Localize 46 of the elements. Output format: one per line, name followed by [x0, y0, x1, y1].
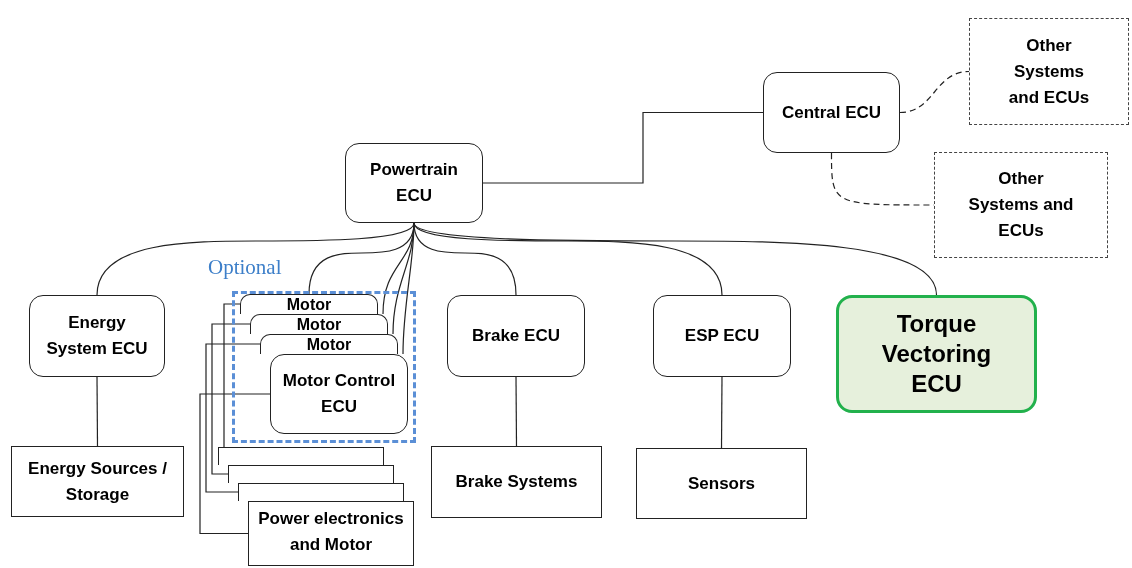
connector-line — [205, 343, 261, 493]
external-system-box — [969, 18, 1129, 125]
node-label: Energy System ECU — [46, 312, 148, 360]
dashed-connector — [899, 70, 970, 114]
node-label: Sensors — [687, 472, 756, 495]
component-box — [218, 447, 384, 465]
node-label: Power electronics and Motor — [257, 508, 405, 556]
stacked-ecu-box — [250, 314, 388, 334]
connector-line — [223, 303, 241, 448]
connector-line — [515, 376, 518, 447]
stacked-ecu-box — [240, 294, 378, 314]
ecu-box — [763, 72, 900, 153]
ecu-box — [270, 354, 408, 434]
connector-line — [211, 323, 251, 475]
component-box — [636, 448, 807, 519]
node-label: Powertrain ECU — [369, 159, 459, 207]
node-label: Other Systems and ECUs — [1007, 34, 1091, 109]
node-label: Motor — [306, 335, 352, 355]
component-box — [248, 501, 414, 566]
highlighted-ecu-box — [836, 295, 1037, 413]
node-label: Motor Control ECU — [281, 370, 397, 418]
node-label: ESP ECU — [684, 325, 760, 347]
node-label: Other Systems and ECUs — [967, 168, 1075, 242]
node-label: Brake Systems — [455, 471, 578, 493]
ecu-box — [447, 295, 585, 377]
connector-line — [413, 222, 938, 296]
ecu-box — [29, 295, 165, 377]
ecu-box — [345, 143, 483, 223]
node-label: Energy Sources / Storage — [28, 457, 167, 506]
node-label: Torque Vectoring ECU — [880, 309, 993, 399]
component-box — [431, 446, 602, 518]
node-label: Brake ECU — [472, 325, 560, 347]
connector-line — [720, 376, 723, 449]
connector-line — [96, 376, 99, 447]
stacked-ecu-box — [260, 334, 398, 354]
ecu-box — [653, 295, 791, 377]
node-label: Motor — [296, 315, 342, 335]
external-system-box — [934, 152, 1108, 258]
node-label: Motor — [286, 295, 332, 315]
component-box — [228, 465, 394, 483]
component-box — [11, 446, 184, 517]
connector-line — [482, 111, 764, 184]
component-box — [238, 483, 404, 501]
connector-line — [199, 393, 271, 535]
node-label: Central ECU — [781, 101, 882, 124]
group-heading: Optional — [208, 254, 282, 280]
